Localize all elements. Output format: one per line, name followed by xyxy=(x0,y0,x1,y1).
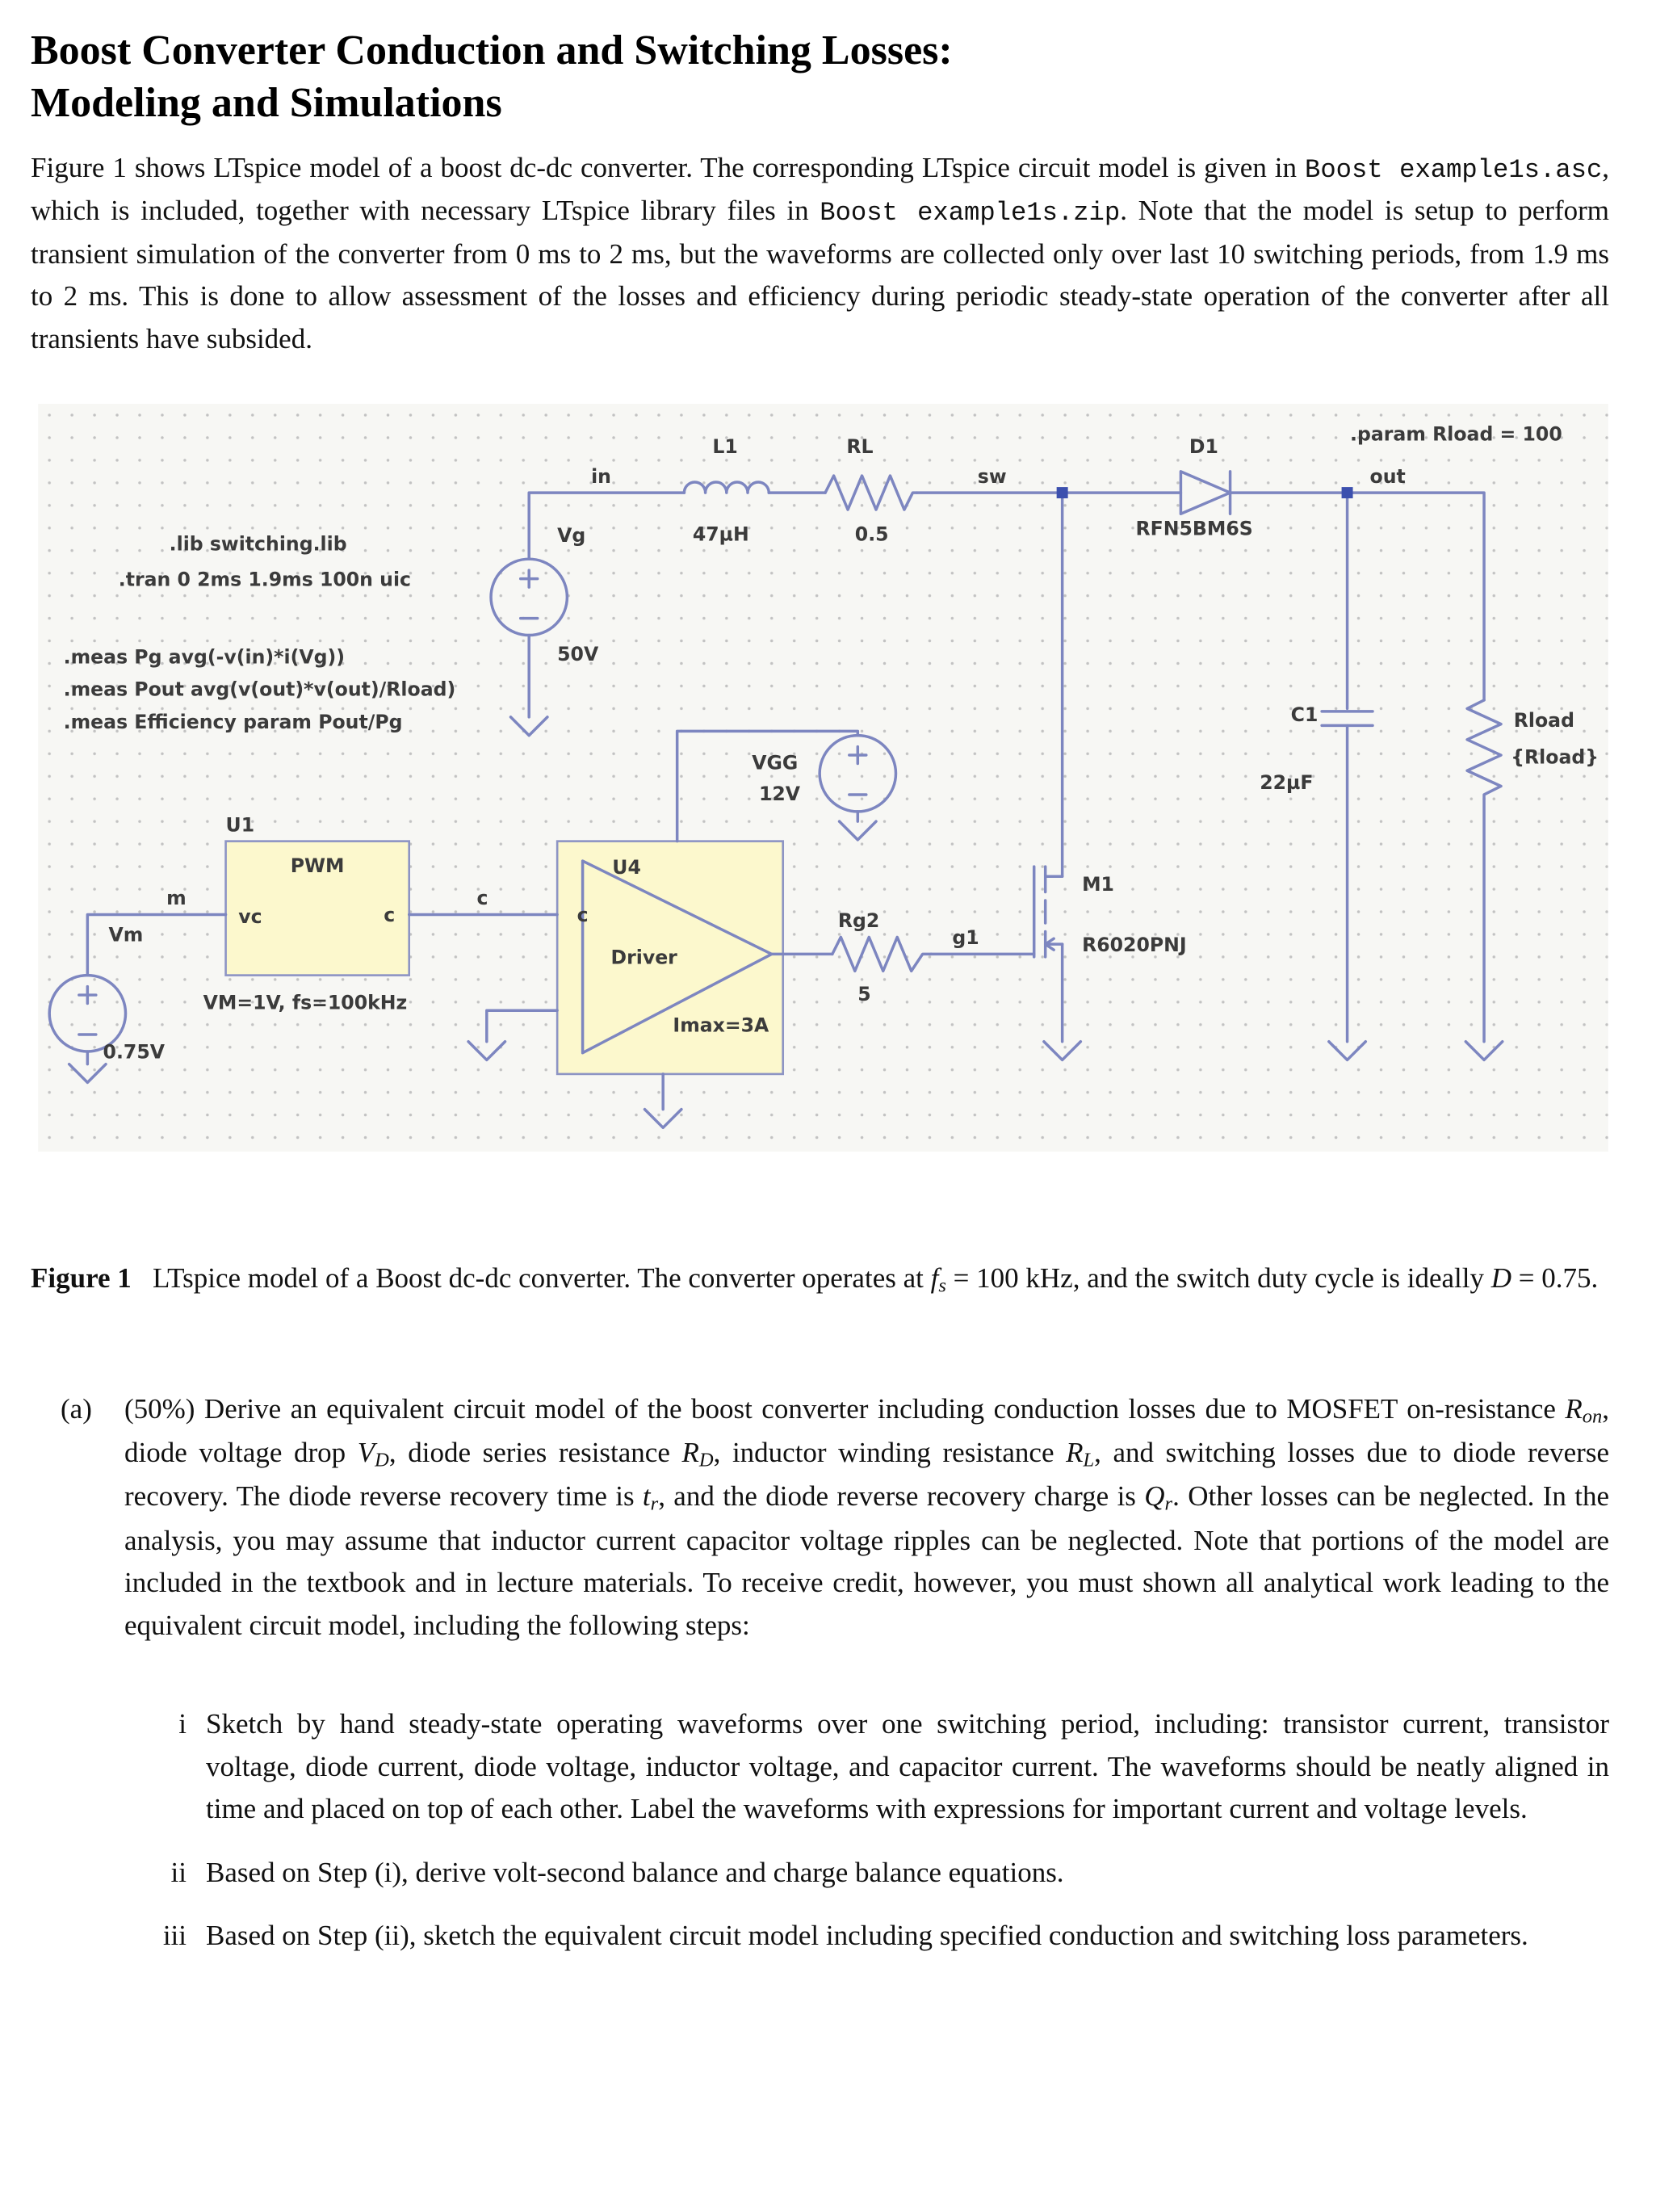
value-m1: R6020PNJ xyxy=(1082,934,1187,956)
value-rload: {Rload} xyxy=(1511,746,1599,769)
ltspice-schematic: .param Rload = 100 .lib switching.lib .t… xyxy=(38,404,1608,1152)
page: Boost Converter Conduction and Switching… xyxy=(31,24,1610,1958)
value-l1: 47µH xyxy=(693,523,749,546)
directive-meas-eff: .meas Efficiency param Pout/Pg xyxy=(64,711,403,733)
net-label-g1: g1 xyxy=(952,926,979,949)
label-vg: Vg xyxy=(557,524,585,547)
voltage-source-vg-symbol xyxy=(489,557,569,637)
net-label-out: out xyxy=(1370,465,1406,488)
figure-1: .param Rload = 100 .lib switching.lib .t… xyxy=(38,404,1609,1156)
net-label-c: c xyxy=(477,887,488,909)
document-title: Boost Converter Conduction and Switching… xyxy=(31,24,1609,129)
node-sw xyxy=(1056,487,1068,499)
junction-nodes xyxy=(1056,487,1353,499)
value-vm: 0.75V xyxy=(103,1041,166,1064)
resistor-rg2-symbol xyxy=(831,935,933,973)
value-rl: 0.5 xyxy=(855,523,889,546)
item-text: Sketch by hand steady-state operating wa… xyxy=(206,1708,1609,1825)
requirements-list: i Sketch by hand steady-state operating … xyxy=(31,1703,1609,1958)
label-l1: L1 xyxy=(712,435,737,458)
schematic-grid xyxy=(38,404,1608,1152)
resistor-rload-symbol xyxy=(1465,699,1503,801)
pwm-block-u1 xyxy=(224,840,411,977)
directive-tran: .tran 0 2ms 1.9ms 100n uic xyxy=(119,568,411,590)
directive-lib: .lib switching.lib xyxy=(170,533,347,556)
item-numeral: i xyxy=(178,1708,187,1740)
ground-symbols xyxy=(67,716,1504,1130)
directive-meas-pg: .meas Pg avg(-v(in)*i(Vg)) xyxy=(64,646,345,669)
params-u4: Imax=3A xyxy=(673,1014,769,1037)
circuit-graphics xyxy=(48,470,1504,1130)
label-u4: U4 xyxy=(612,856,641,879)
list-item-ii: ii Based on Step (i), derive volt-second… xyxy=(171,1852,1609,1895)
item-numeral: iii xyxy=(162,1920,187,1952)
value-d1: RFN5BM6S xyxy=(1135,518,1252,540)
part-a-label: (a) xyxy=(61,1393,92,1425)
directive-param: .param Rload = 100 xyxy=(1350,423,1562,446)
voltage-source-vgg-symbol xyxy=(818,733,898,813)
title-line-2: Modeling and Simulations xyxy=(31,80,502,126)
list-item-iii: iii Based on Step (ii), sketch the equiv… xyxy=(163,1915,1609,1958)
value-vg: 50V xyxy=(557,643,599,665)
directive-meas-pout: .meas Pout avg(v(out)*v(out)/Rload) xyxy=(64,678,456,701)
inductor-l1-symbol xyxy=(682,481,770,494)
problem-part-a: (a) (50%) Derive an equivalent circuit m… xyxy=(31,1388,1609,1647)
pin-label-m: m xyxy=(166,887,187,909)
item-text: Based on Step (i), derive volt-second ba… xyxy=(206,1856,1064,1888)
mosfet-m1-symbol xyxy=(1032,865,1064,959)
label-d1: D1 xyxy=(1189,435,1218,458)
value-rg2: 5 xyxy=(857,983,870,1005)
params-u1: VM=1V, fs=100kHz xyxy=(203,992,408,1014)
diode-d1-symbol xyxy=(1179,470,1232,516)
figure-caption: Figure 1 LTspice model of a Boost dc-dc … xyxy=(31,1262,1599,1297)
driver-triangle xyxy=(581,859,774,1055)
part-a-statement: (50%) Derive an equivalent circuit model… xyxy=(124,1393,1609,1641)
voltage-source-vm-symbol xyxy=(48,973,128,1053)
label-driver: Driver xyxy=(611,947,678,969)
value-c1: 22µF xyxy=(1260,771,1313,794)
list-item-i: i Sketch by hand steady-state operating … xyxy=(178,1703,1609,1831)
label-pwm: PWM xyxy=(291,854,345,877)
node-out xyxy=(1341,487,1353,499)
pin-label-c-in: c xyxy=(577,904,589,926)
label-u1: U1 xyxy=(226,813,255,836)
item-numeral: ii xyxy=(170,1856,187,1888)
label-c1: C1 xyxy=(1291,703,1319,726)
label-vm: Vm xyxy=(109,924,144,947)
pin-label-vc: vc xyxy=(238,905,262,928)
label-rg2: Rg2 xyxy=(838,909,879,932)
title-line-1: Boost Converter Conduction and Switching… xyxy=(31,27,953,73)
pin-label-c-out: c xyxy=(384,904,395,926)
driver-block-u4 xyxy=(556,840,785,1076)
value-vgg: 12V xyxy=(759,783,801,805)
label-rload: Rload xyxy=(1514,709,1574,732)
net-label-in: in xyxy=(591,465,611,488)
schematic-wires xyxy=(86,491,1486,1111)
item-text: Based on Step (ii), sketch the equivalen… xyxy=(206,1920,1528,1952)
resistor-rl-symbol xyxy=(824,474,919,511)
capacitor-c1-symbol xyxy=(1320,710,1374,728)
label-rl: RL xyxy=(846,435,873,458)
intro-paragraph: Figure 1 shows LTspice model of a boost … xyxy=(31,152,1610,355)
label-vgg: VGG xyxy=(752,752,798,774)
label-m1: M1 xyxy=(1082,873,1114,896)
net-label-sw: sw xyxy=(978,465,1007,488)
